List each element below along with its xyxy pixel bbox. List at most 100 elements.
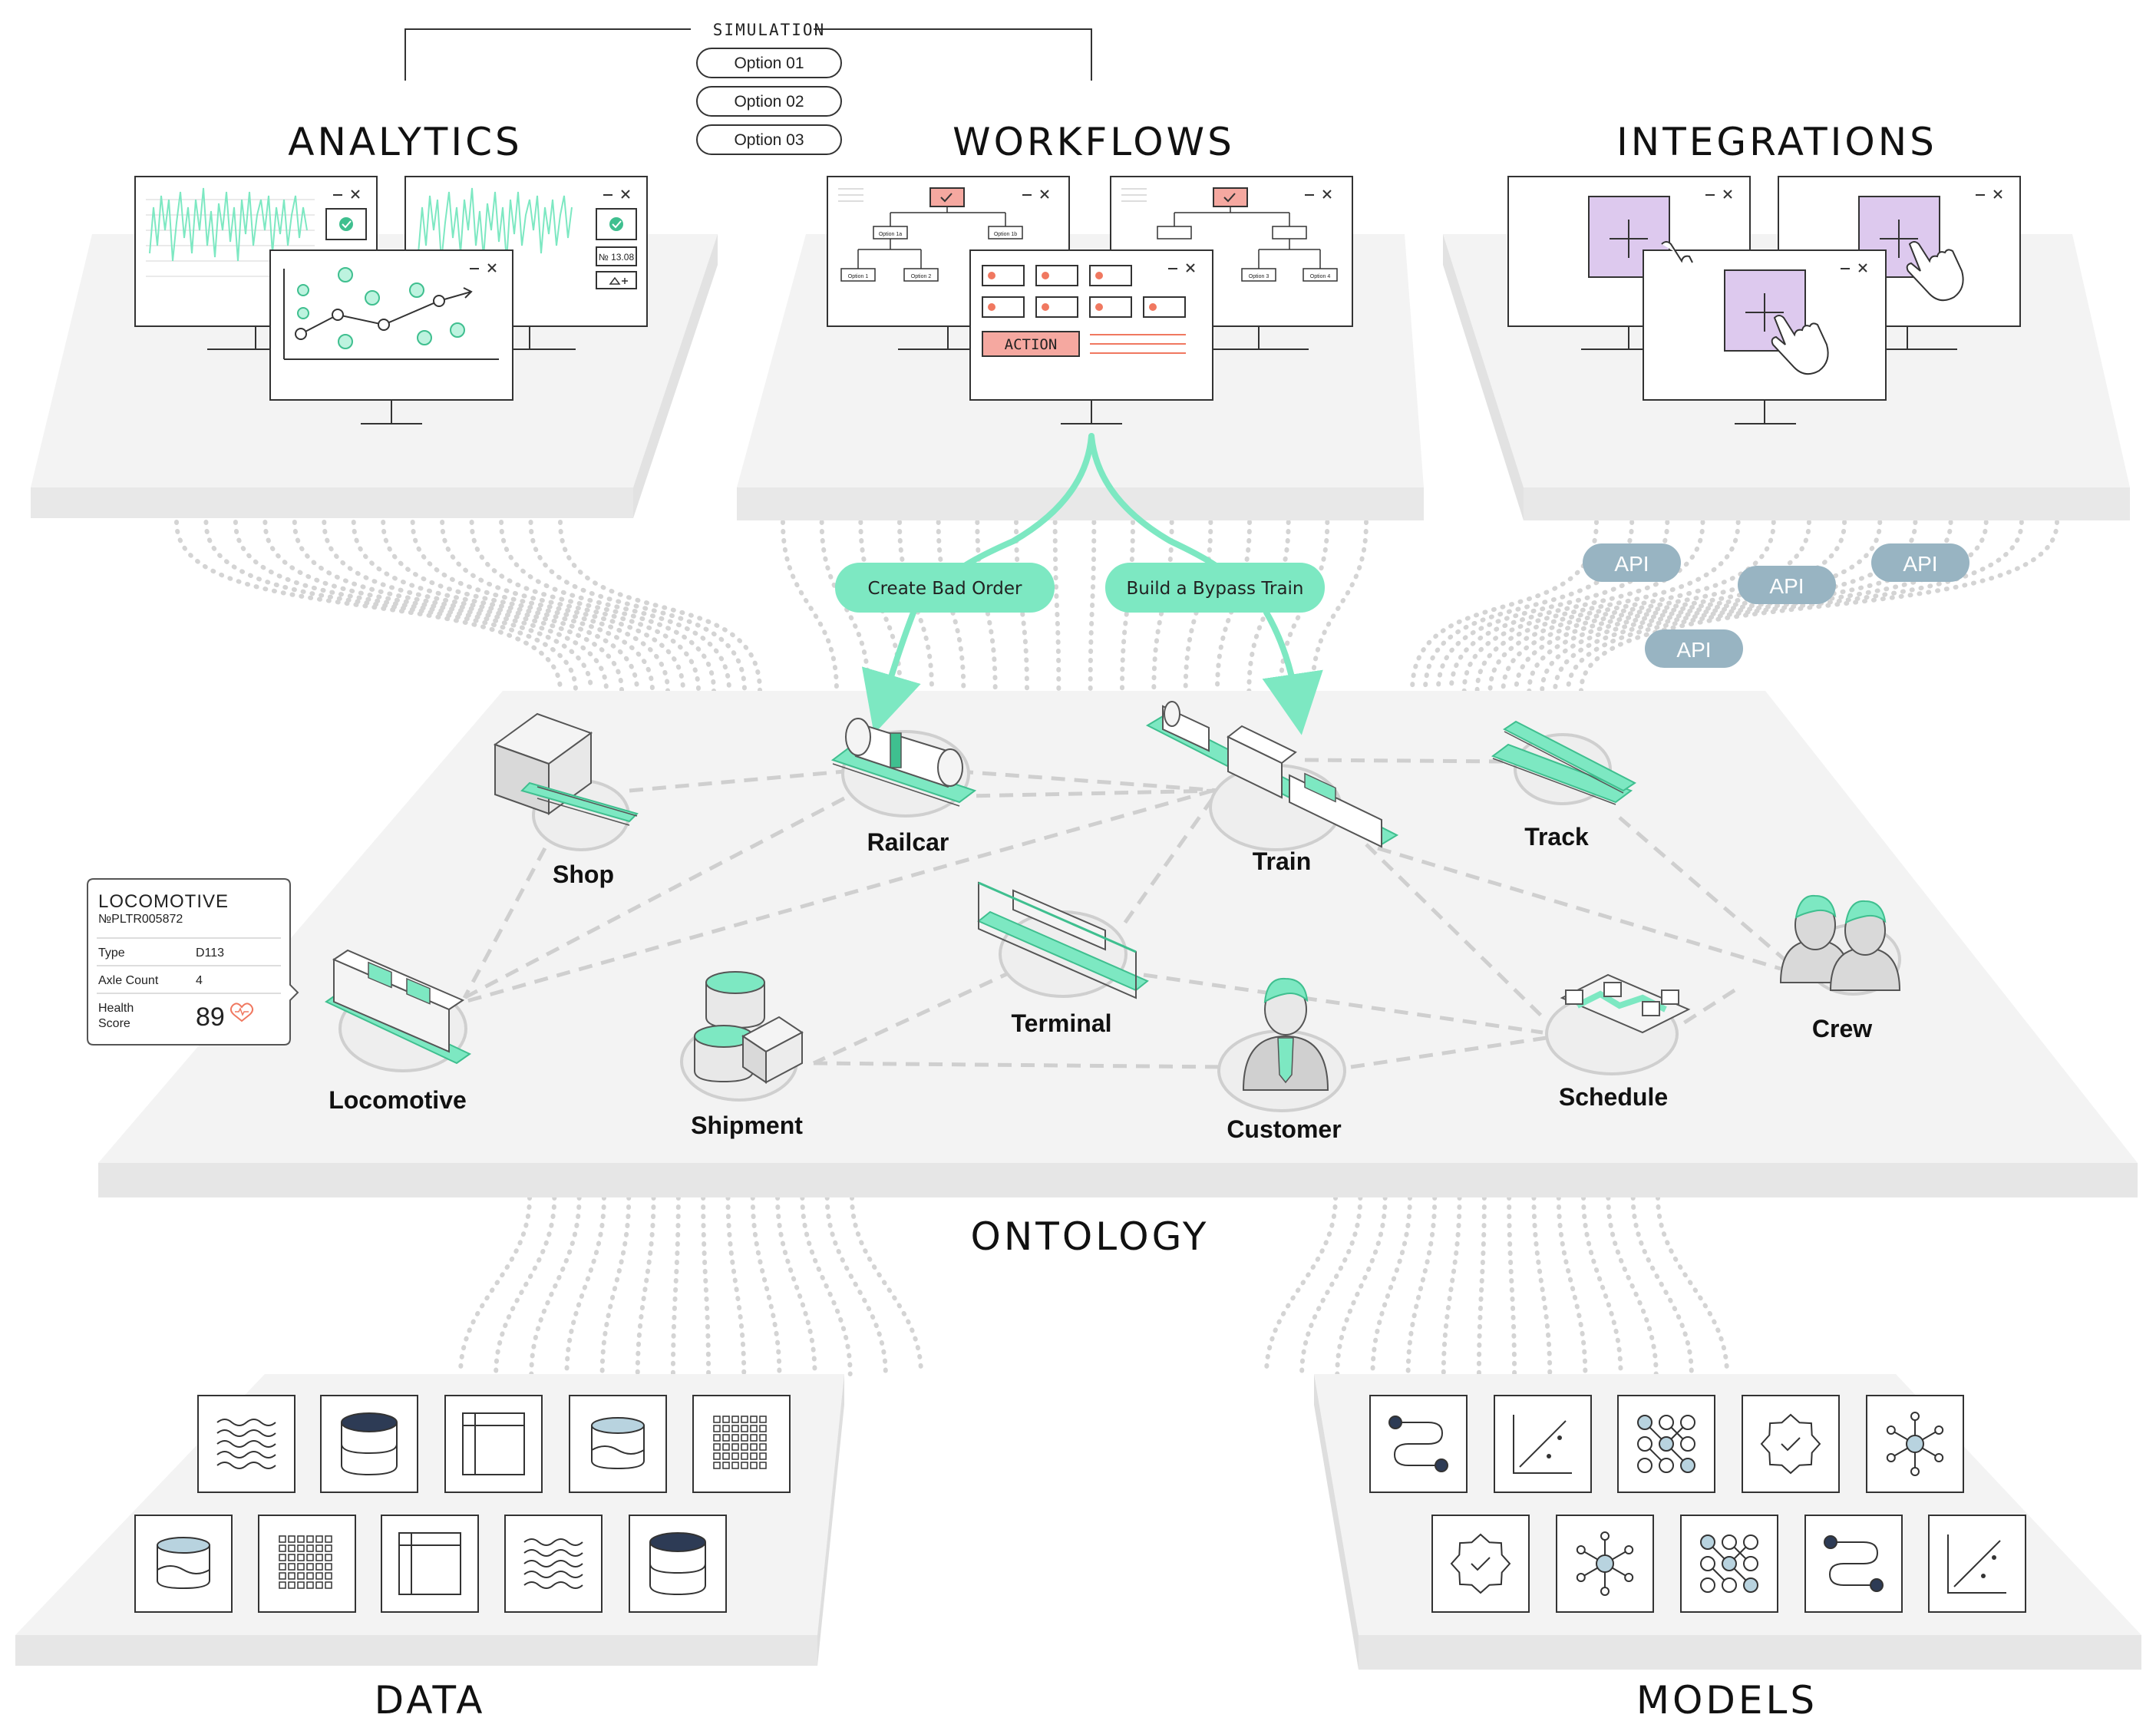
health-score-label: Health	[98, 1002, 134, 1015]
connection-dot-line	[800, 1195, 853, 1376]
integrations-title: INTEGRATIONS	[1616, 120, 1937, 164]
connection-dot-line	[781, 520, 839, 693]
connection-dot-line	[725, 1195, 747, 1376]
simulation-option-2[interactable]: Option 02	[696, 86, 842, 117]
create-bad-order-pill[interactable]: Create Bad Order	[835, 563, 1055, 613]
node-label-terminal[interactable]: Terminal	[1012, 1009, 1112, 1037]
connection-dot-line	[1405, 1195, 1438, 1376]
type-value: D113	[196, 946, 224, 960]
bucket-icon	[134, 1515, 233, 1613]
workflow-monitor-front: ACTION	[969, 249, 1213, 424]
locomotive-card-title: LOCOMOTIVE	[98, 891, 229, 912]
connection-dot-line	[1556, 1195, 1588, 1376]
connection-dot-line	[819, 520, 871, 693]
locomotive-illustration	[325, 949, 471, 1065]
track-illustration	[1491, 720, 1636, 805]
connection-dot-line	[1531, 1195, 1553, 1376]
waves-icon	[504, 1515, 603, 1613]
train-illustration	[1145, 701, 1399, 848]
shipment-illustration	[694, 971, 804, 1084]
workflows-title: WORKFLOWS	[953, 120, 1235, 164]
node-label-customer[interactable]: Customer	[1227, 1115, 1341, 1143]
build-bypass-train-label: Build a Bypass Train	[1127, 579, 1304, 599]
api-badge: API	[1871, 543, 1969, 582]
connection-dot-line	[203, 520, 578, 693]
simulation-label: SIMULATION	[713, 21, 825, 39]
scatter-icon	[1494, 1395, 1592, 1493]
connection-dot-line	[1278, 520, 1330, 693]
locomotive-card-id: №PLTR005872	[98, 913, 183, 926]
table-icon	[381, 1515, 479, 1613]
connection-dot-line	[1088, 520, 1097, 693]
connection-dot-line	[1566, 520, 2024, 693]
action-button[interactable]: ACTION	[982, 331, 1080, 357]
heart-icon	[229, 1003, 254, 1022]
schedule-illustration	[1560, 973, 1691, 1034]
connection-dot-line	[1579, 520, 2059, 693]
ontology-title: ONTOLOGY	[971, 1214, 1210, 1259]
connection-dot-line	[1476, 1195, 1487, 1376]
simulation-option-3[interactable]: Option 03	[696, 124, 842, 155]
hub-icon	[1556, 1515, 1654, 1613]
connection-dot-line	[528, 520, 747, 693]
connection-dot-line	[262, 520, 609, 693]
simulation-option-label: Option 02	[734, 93, 804, 111]
connection-dot-line	[1299, 1195, 1363, 1376]
connection-dot-line	[750, 1195, 782, 1376]
pointer-hand-icon	[1906, 241, 1964, 302]
connection-dot-line	[458, 1195, 532, 1376]
connection-dot-line	[1630, 1195, 1694, 1376]
node-label-shipment[interactable]: Shipment	[691, 1112, 803, 1139]
connection-dot-line	[1410, 520, 1599, 693]
database-icon	[320, 1395, 418, 1493]
connection-dot-line	[1507, 1195, 1517, 1376]
workflow-node-label: Option 1b	[994, 232, 1017, 237]
node-label-shop[interactable]: Shop	[553, 861, 614, 888]
action-button-label: ACTION	[1005, 336, 1058, 353]
health-score-value: 89	[196, 1003, 225, 1032]
connection-dot-line	[1370, 1195, 1412, 1376]
node-label-crew[interactable]: Crew	[1812, 1015, 1872, 1042]
network-icon	[1680, 1515, 1778, 1613]
connection-dot-line	[351, 520, 655, 693]
grid-icon	[258, 1515, 356, 1613]
connection-dot-line	[381, 520, 670, 693]
customer-illustration	[1242, 977, 1329, 1091]
connection-dot-line	[410, 520, 685, 693]
connection-dot-line	[292, 520, 624, 693]
data-title: DATA	[375, 1678, 486, 1723]
connection-dot-line	[1215, 520, 1252, 693]
locomotive-card[interactable]: LOCOMOTIVE №PLTR005872 Type D113 Axle Co…	[87, 878, 299, 1046]
pointer-hand-icon	[1771, 315, 1829, 375]
node-label-locomotive[interactable]: Locomotive	[329, 1086, 467, 1114]
connection-dot-line	[499, 520, 731, 693]
axle-count-value: 4	[196, 974, 203, 987]
node-label-railcar[interactable]: Railcar	[867, 828, 949, 856]
simulation-group: SIMULATION Option 01 Option 02 Option 03	[404, 21, 1092, 155]
create-bad-order-label: Create Bad Order	[868, 579, 1022, 599]
workflow-node-label: Option 2	[911, 274, 932, 279]
analytics-monitor-front	[269, 249, 513, 424]
bucket-icon	[569, 1395, 667, 1493]
connection-dot-line	[1052, 520, 1061, 693]
connection-dot-line	[1335, 1195, 1388, 1376]
simulation-option-label: Option 01	[734, 55, 804, 72]
connection-dot-line	[1461, 520, 1741, 693]
gear-check-icon	[1431, 1515, 1530, 1613]
simulation-option-1[interactable]: Option 01	[696, 48, 842, 78]
network-icon	[1617, 1395, 1715, 1493]
connection-dot-line	[1474, 520, 1776, 693]
connection-dot-line	[440, 520, 701, 693]
build-bypass-train-pill[interactable]: Build a Bypass Train	[1105, 563, 1325, 613]
connection-dot-line	[1501, 520, 1847, 693]
node-label-track[interactable]: Track	[1524, 823, 1589, 851]
connection-dot-line	[1487, 520, 1811, 693]
connection-dot-line	[174, 520, 563, 693]
data-tiles	[134, 1395, 791, 1613]
waves-icon	[197, 1395, 296, 1493]
scatter-icon	[1928, 1515, 2026, 1613]
connection-dot-line	[1514, 520, 1883, 693]
node-label-train[interactable]: Train	[1253, 847, 1311, 875]
node-label-schedule[interactable]: Schedule	[1559, 1083, 1668, 1111]
